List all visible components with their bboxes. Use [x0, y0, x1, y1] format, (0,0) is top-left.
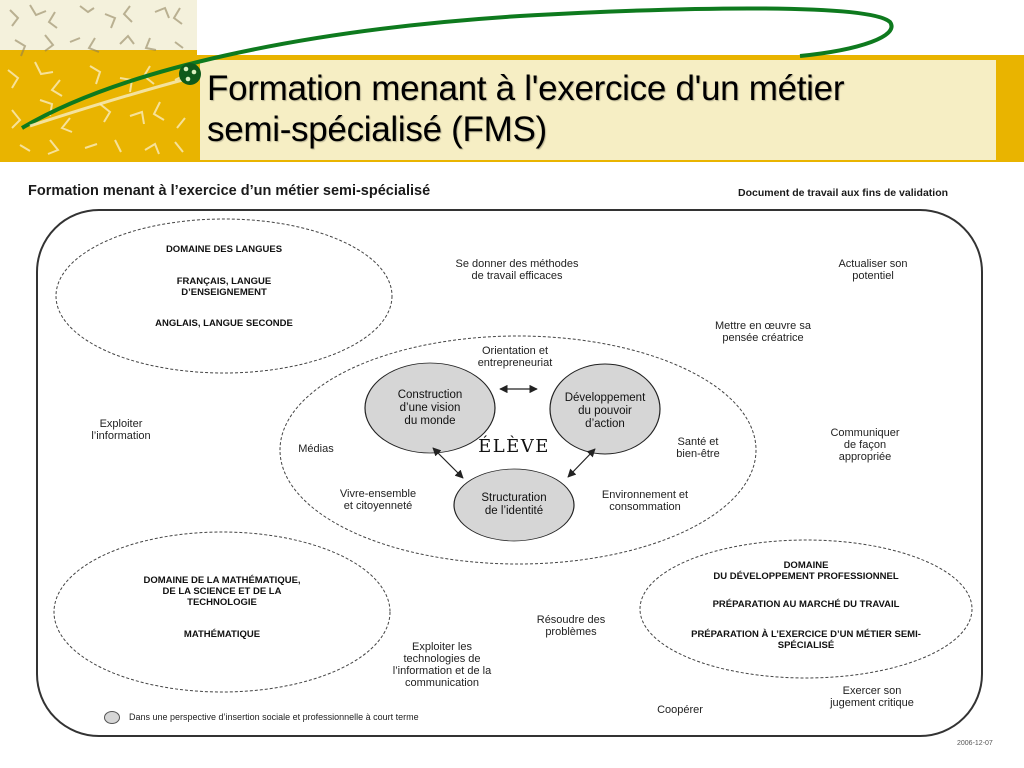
- domaines-generaux-ellipse: [279, 335, 757, 565]
- legend-text: Dans une perspective d’insertion sociale…: [129, 712, 419, 722]
- competence-cooperer: Coopérer: [630, 704, 730, 716]
- text-line: Exercer son: [842, 685, 902, 697]
- domaine-environnement: Environnement et consommation: [580, 489, 710, 513]
- slide-title-line: semi-spécialisé (FMS): [207, 110, 547, 149]
- domain-devpro-heading: DOMAINE DU DÉVELOPPEMENT PROFESSIONNEL: [656, 560, 956, 582]
- text-line: TECHNOLOGIE: [187, 597, 257, 608]
- text-line: Exploiter les: [412, 641, 472, 653]
- text-line: DOMAINE DE LA MATHÉMATIQUE,: [143, 575, 301, 586]
- competence-resoudre: Résoudre des problèmes: [511, 614, 631, 638]
- text-line: MATHÉMATIQUE: [183, 629, 261, 640]
- circle-pouvoir: [549, 363, 661, 455]
- domain-mst-item: MATHÉMATIQUE: [92, 629, 352, 640]
- document-subtitle: Document de travail aux fins de validati…: [738, 187, 949, 199]
- domaine-orientation: Orientation et entrepreneuriat: [445, 345, 585, 369]
- text-line: Construction: [397, 389, 463, 401]
- circle-identite: [453, 468, 575, 542]
- domaine-sante: Santé et bien-être: [658, 436, 738, 460]
- text-line: DU DÉVELOPPEMENT PROFESSIONNEL: [713, 571, 899, 582]
- text-line: Médias: [298, 443, 334, 455]
- text-line: Santé et: [677, 436, 719, 448]
- slide-title: Formation menant à l'exercice d'un métie…: [207, 68, 987, 150]
- domaine-medias: Médias: [276, 443, 356, 455]
- domain-langues-ellipse: [55, 218, 393, 374]
- domain-langues-heading: DOMAINE DES LANGUES: [165, 244, 283, 255]
- text-line: problèmes: [545, 626, 597, 638]
- document-title: Formation menant à l’exercice d’un métie…: [28, 183, 431, 199]
- text-line: Exploiter: [99, 418, 143, 430]
- text-line: appropriée: [838, 451, 892, 463]
- text-line: l’information: [91, 430, 151, 442]
- slide-title-line: Formation menant à l'exercice d'un métie…: [207, 69, 845, 108]
- text-line: ANGLAIS, LANGUE SECONDE: [155, 318, 293, 329]
- text-line: SPÉCIALISÉ: [777, 640, 835, 651]
- text-line: d’action: [585, 418, 625, 430]
- text-line: Coopérer: [657, 704, 703, 716]
- text-line: du pouvoir: [578, 405, 632, 417]
- text-line: FRANÇAIS, LANGUE: [176, 276, 272, 287]
- slide-header: Formation menant à l'exercice d'un métie…: [0, 0, 1024, 165]
- text-line: Se donner des méthodes: [455, 258, 579, 270]
- circle-vision: [364, 362, 496, 454]
- text-line: bien-être: [676, 448, 720, 460]
- text-line: Résoudre des: [536, 614, 606, 626]
- circle-vision-label: Construction d’une vision du monde: [370, 389, 490, 428]
- text-line: PRÉPARATION AU MARCHÉ DU TRAVAIL: [712, 599, 900, 610]
- text-line: Communiquer: [830, 427, 900, 439]
- text-line: entrepreneuriat: [477, 357, 553, 369]
- competence-tic: Exploiter les technologies de l’informat…: [372, 641, 512, 689]
- outer-frame: [36, 209, 983, 737]
- text-line: Structuration: [481, 492, 547, 504]
- arrow-vision-identite: [432, 447, 464, 479]
- competence-creatrice: Mettre en œuvre sa pensée créatrice: [693, 320, 833, 344]
- text-line: Vivre-ensemble: [339, 488, 417, 500]
- text-line: PRÉPARATION À L’EXERCICE D’UN MÉTIER SEM…: [691, 629, 921, 640]
- text-line: potentiel: [852, 270, 894, 282]
- text-line: Mettre en œuvre sa: [715, 320, 811, 332]
- domain-langues-item: FRANÇAIS, LANGUE D’ENSEIGNEMENT: [94, 276, 354, 298]
- text-line: D’ENSEIGNEMENT: [181, 287, 267, 298]
- competence-methodes: Se donner des méthodes de travail effica…: [427, 258, 607, 282]
- competence-information: Exploiter l’information: [61, 418, 181, 442]
- text-line: communication: [405, 677, 479, 689]
- title-panel: [200, 60, 996, 160]
- competence-communiquer: Communiquer de façon appropriée: [805, 427, 925, 463]
- molecule-pattern-icon: [0, 0, 197, 155]
- text-line: Actualiser son: [838, 258, 908, 270]
- text-line: Orientation et: [481, 345, 549, 357]
- text-line: consommation: [609, 501, 681, 513]
- text-line: DOMAINE: [783, 560, 829, 571]
- text-line: DE LA SCIENCE ET DE LA: [162, 586, 282, 597]
- domain-langues-item: ANGLAIS, LANGUE SECONDE: [94, 318, 354, 329]
- domain-devpro-ellipse: [639, 539, 973, 679]
- circle-pouvoir-label: Développement du pouvoir d’action: [545, 392, 665, 431]
- domain-mst-ellipse: [53, 531, 391, 693]
- text-line: du monde: [404, 415, 456, 427]
- circle-identite-label: Structuration de l’identité: [454, 492, 574, 518]
- text-line: jugement critique: [830, 697, 914, 709]
- domain-devpro-item: PRÉPARATION AU MARCHÉ DU TRAVAIL: [656, 599, 956, 610]
- text-line: Développement: [564, 392, 646, 404]
- competence-actualiser: Actualiser son potentiel: [803, 258, 943, 282]
- text-line: Environnement et: [601, 489, 689, 501]
- domain-devpro-item: PRÉPARATION À L’EXERCICE D’UN MÉTIER SEM…: [656, 629, 956, 651]
- text-line: de façon: [843, 439, 887, 451]
- domain-mst-heading: DOMAINE DE LA MATHÉMATIQUE, DE LA SCIENC…: [92, 575, 352, 608]
- competence-jugement: Exercer son jugement critique: [802, 685, 942, 709]
- text-line: et citoyenneté: [343, 500, 413, 512]
- text-line: d’une vision: [399, 402, 461, 414]
- legend-swatch: [104, 711, 120, 724]
- green-swoosh-icon: [20, 6, 894, 130]
- text-line: de l’identité: [484, 505, 544, 517]
- text-line: pensée créatrice: [722, 332, 804, 344]
- domaine-vivre-ensemble: Vivre-ensemble et citoyenneté: [318, 488, 438, 512]
- header-decoration: [0, 0, 197, 162]
- text-line: de travail efficaces: [471, 270, 563, 282]
- date-stamp: 2006-12-07: [957, 740, 993, 747]
- text-line: technologies de: [403, 653, 481, 665]
- arrow-pouvoir-identite: [567, 448, 596, 478]
- text-line: l’information et de la: [392, 665, 492, 677]
- eleve-label: ÉLÈVE: [478, 436, 550, 457]
